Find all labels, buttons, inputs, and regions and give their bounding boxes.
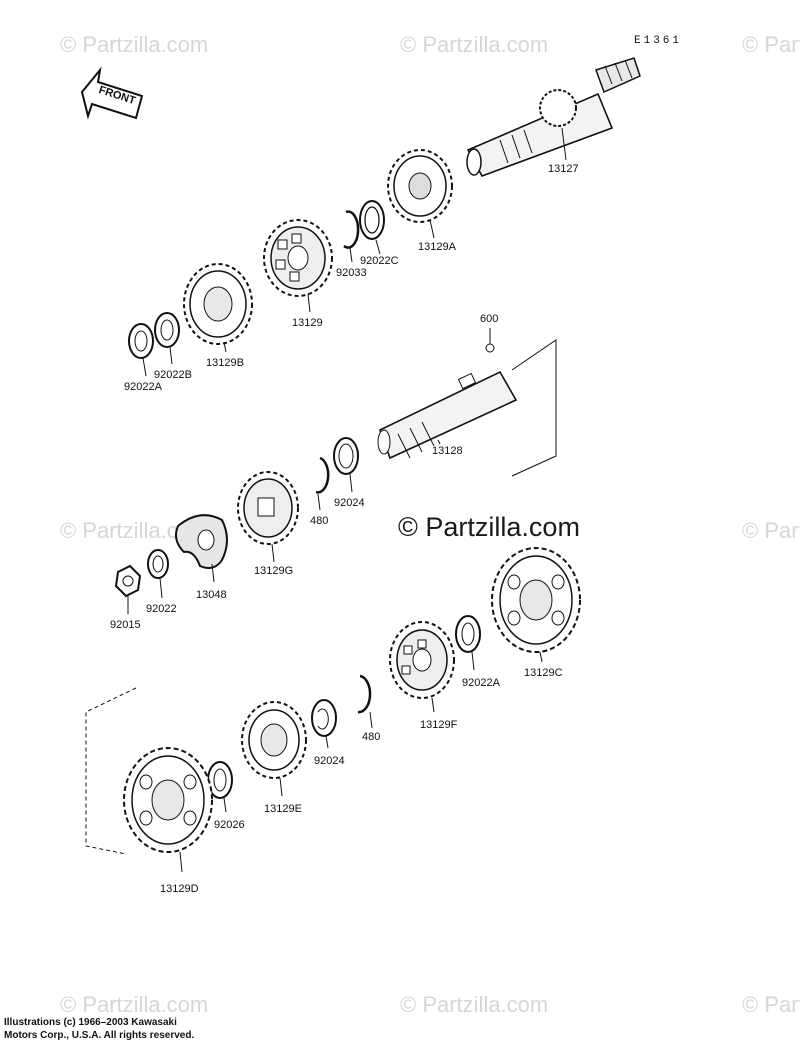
part-label-13129B: 13129B: [206, 357, 244, 369]
leader-line: [375, 239, 381, 255]
watermark: © Partzilla.com: [60, 992, 208, 1017]
watermark: © Partzilla.com: [400, 992, 548, 1017]
part-label-480: 480: [310, 515, 328, 527]
part-label-92022A: 92022A: [124, 381, 163, 393]
leader-line: [223, 341, 227, 353]
part-label-13129D: 13129D: [160, 883, 199, 895]
leader-line: [349, 473, 353, 493]
gear-13129C: [491, 547, 581, 653]
input-shaft: [466, 57, 641, 177]
diagram-code: E1361: [634, 35, 682, 47]
leader-line: [159, 577, 163, 599]
part-label-13048: 13048: [196, 589, 227, 601]
watermark: © Partzilla.com: [742, 992, 800, 1017]
center-watermark: © Partzilla.com: [398, 512, 580, 542]
part-label-13129G: 13129G: [254, 565, 293, 577]
front-arrow-icon: FRONT: [80, 66, 144, 120]
part-label-13129A: 13129A: [418, 241, 457, 253]
circlip-480-lower: [357, 674, 372, 714]
leader-line: [271, 543, 275, 563]
gear-13129E: [241, 701, 307, 779]
copyright-line-2: Motors Corp., U.S.A. All rights reserved…: [4, 1030, 195, 1041]
gear-13129G: [237, 471, 299, 545]
watermark: © Partzilla.com: [60, 32, 208, 57]
gear-13129B: [183, 263, 253, 345]
grease-point-icon: [485, 343, 495, 353]
part-label-13129: 13129: [292, 317, 323, 329]
leader-line: [511, 339, 557, 477]
part-label-480-lower: 480: [362, 731, 380, 743]
gear-13129D: [123, 747, 213, 853]
leader-line: [169, 346, 173, 365]
part-label-600: 600: [480, 313, 498, 325]
watermark: © Partzilla.com: [742, 518, 800, 543]
leader-line: [539, 651, 543, 663]
leader-line: [431, 697, 435, 713]
part-label-92024-lower: 92024: [314, 755, 345, 767]
part-label-92026: 92026: [214, 819, 245, 831]
part-label-13129C: 13129C: [524, 667, 563, 679]
circlip-92033: [343, 210, 360, 249]
washer-92024-lower: [311, 699, 337, 737]
leader-line: [211, 563, 215, 583]
watermark: © Partzilla.com: [742, 32, 800, 57]
part-label-92015: 92015: [110, 619, 141, 631]
output-shaft: [377, 370, 518, 460]
leader-line: [179, 851, 183, 873]
leader-line: [437, 439, 441, 445]
part-label-13129E: 13129E: [264, 803, 302, 815]
part-label-92033: 92033: [336, 267, 367, 279]
part-13048: [175, 514, 228, 569]
part-label-92024: 92024: [334, 497, 365, 509]
leader-line: [307, 293, 311, 313]
leader-line: [369, 711, 373, 729]
part-label-13129F: 13129F: [420, 719, 458, 731]
leader-line: [325, 735, 329, 749]
part-label-13128: 13128: [432, 445, 463, 457]
leader-line: [142, 357, 147, 377]
copyright-notice: Illustrations (c) 1966–2003 Kawasaki Mot…: [4, 1016, 194, 1042]
gear-13129: [263, 219, 333, 297]
part-label-13127: 13127: [548, 163, 579, 175]
leader-line: [349, 247, 353, 263]
circlip-480: [315, 456, 330, 494]
leader-line: [317, 493, 321, 511]
leader-line: [561, 127, 567, 161]
part-label-92022A-lower: 92022A: [462, 677, 501, 689]
watermark: © Partzilla.com: [400, 32, 548, 57]
gear-13129A: [387, 149, 453, 223]
part-label-92022C: 92022C: [360, 255, 399, 267]
part-label-92022: 92022: [146, 603, 177, 615]
assembly-bracket: [85, 687, 137, 855]
gear-13129F: [389, 621, 455, 699]
leader-line: [223, 797, 227, 813]
leader-line: [429, 219, 435, 239]
leader-line: [279, 777, 283, 797]
part-label-92022B: 92022B: [154, 369, 192, 381]
copyright-line-1: Illustrations (c) 1966–2003 Kawasaki: [4, 1017, 177, 1028]
leader-line: [471, 651, 475, 671]
